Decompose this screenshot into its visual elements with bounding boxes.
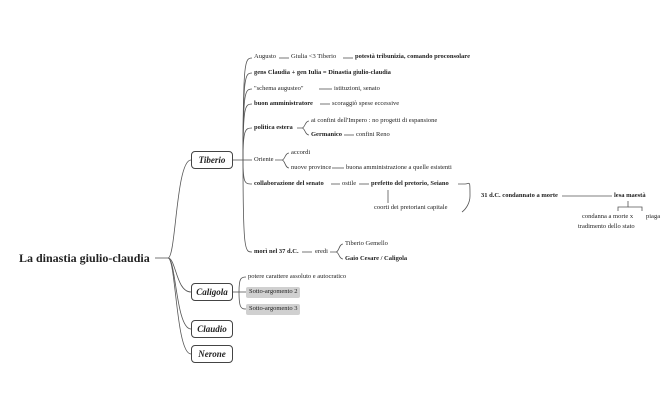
- topic-condanna[interactable]: condanna a morte x: [582, 213, 634, 220]
- topic-potere[interactable]: potere carattere assoluto e autocratico: [248, 273, 347, 280]
- topic-politica-estera[interactable]: politica estera: [254, 124, 293, 131]
- topic-scoraggio[interactable]: scoraggiò spese eccessive: [332, 100, 400, 107]
- topic-tradimento[interactable]: tradimento dello stato: [578, 223, 635, 230]
- topic-giulia[interactable]: Giulia <3 Tiberio: [291, 53, 337, 60]
- branch-nerone[interactable]: Nerone: [191, 345, 233, 363]
- root-topic[interactable]: La dinastia giulio-claudia: [19, 251, 150, 265]
- topic-eredi[interactable]: eredi: [315, 248, 328, 255]
- topic-istituzioni[interactable]: istituzioni, senato: [334, 85, 380, 92]
- topic-condannato[interactable]: 31 d.C. condannato a morte: [481, 192, 558, 199]
- branch-claudio[interactable]: Claudio: [191, 320, 233, 338]
- topic-sotto-3[interactable]: Sotto-argomento 3: [246, 304, 301, 315]
- topic-buon-amministratore[interactable]: buon amministratore: [254, 100, 313, 107]
- topic-prefetto[interactable]: prefetto del pretorio, Seiano: [371, 180, 449, 187]
- topic-collaborazione[interactable]: collaborazione del senato: [254, 180, 324, 187]
- topic-confini-impero[interactable]: ai confini dell'Impero : no progetti di …: [311, 117, 438, 124]
- topic-mori[interactable]: morì nel 37 d.C.: [254, 248, 299, 255]
- topic-gens[interactable]: gens Claudia + gen Iulia = Dinastia giul…: [254, 69, 391, 76]
- topic-augusto[interactable]: Augusto: [254, 53, 277, 60]
- topic-accordi[interactable]: accordi: [291, 149, 311, 156]
- topic-coorti[interactable]: coorti dei pretoriani capitale: [374, 204, 448, 211]
- topic-schema[interactable]: "schema augusteo": [254, 85, 304, 92]
- topic-lesa-maesta[interactable]: lesa maestà: [614, 192, 646, 199]
- topic-potesta[interactable]: potestà tribunizia, comando proconsolare: [355, 53, 470, 60]
- topic-gemello[interactable]: Tiberio Gemello: [345, 240, 388, 247]
- topic-oriente[interactable]: Oriente: [254, 156, 274, 163]
- branch-tiberio[interactable]: Tiberio: [191, 151, 233, 169]
- topic-nuove-province[interactable]: nuove province: [291, 164, 332, 171]
- branch-caligola[interactable]: Caligola: [191, 283, 233, 301]
- topic-gaio[interactable]: Gaio Cesare / Caligola: [345, 255, 408, 262]
- topic-germanico[interactable]: Germanico: [311, 131, 343, 138]
- topic-buona-amministrazione[interactable]: buona amministrazione a quelle esistenti: [346, 164, 452, 171]
- topic-piaga[interactable]: piaga: [646, 213, 661, 220]
- topic-confini-reno[interactable]: confini Reno: [356, 131, 390, 138]
- topic-sotto-2[interactable]: Sotto-argomento 2: [246, 287, 301, 298]
- topic-ostile[interactable]: ostile: [342, 180, 357, 187]
